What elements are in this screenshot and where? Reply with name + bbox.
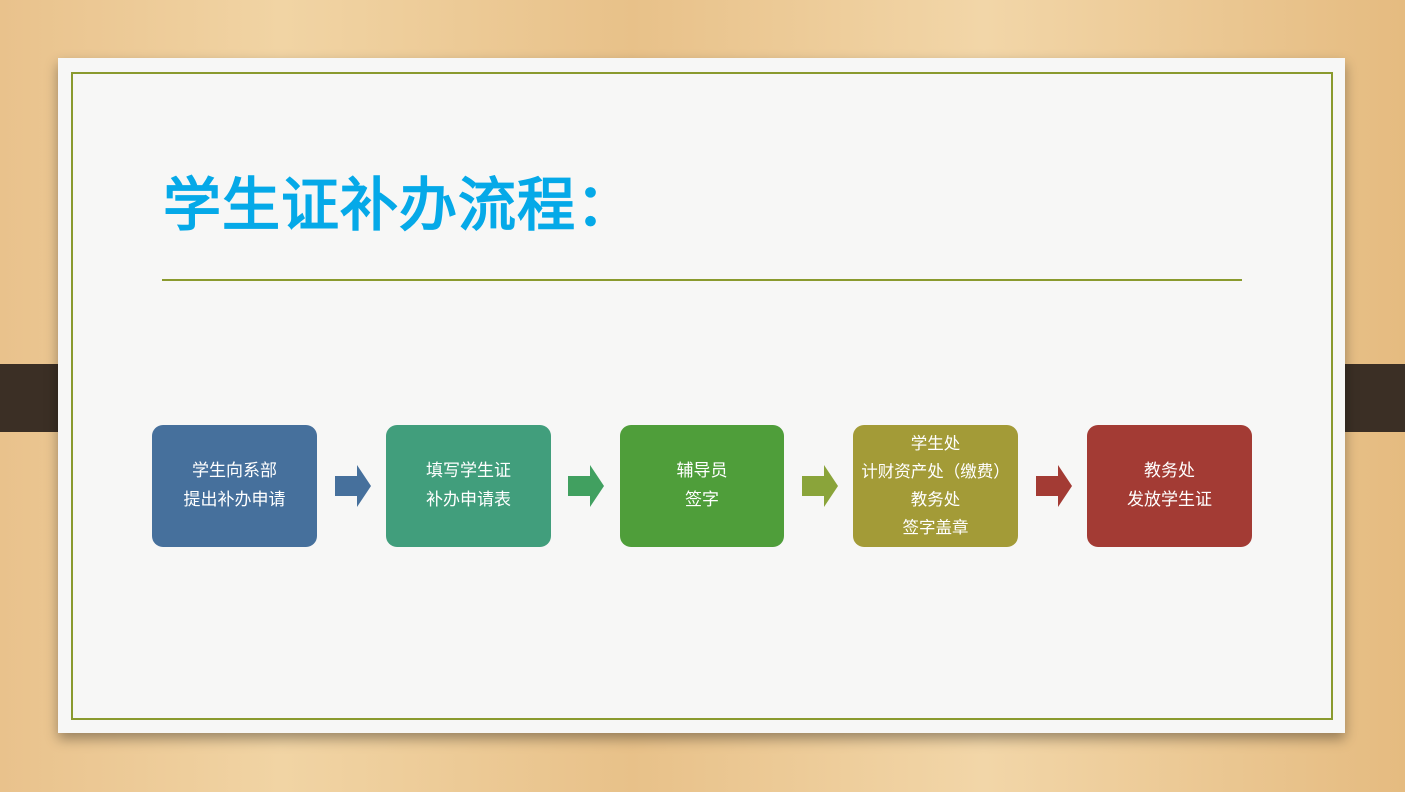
step-text: 学生处 [910, 434, 961, 453]
arrow-right-icon [335, 465, 371, 507]
step-text: 教务处 [910, 490, 961, 509]
step-1-box: 学生向系部 提出补办申请 [152, 425, 317, 547]
step-text: 签字盖章 [902, 518, 969, 537]
step-text: 补办申请表 [426, 490, 511, 510]
step-5-box: 教务处 发放学生证 [1087, 425, 1252, 547]
arrow-right-icon [802, 465, 838, 507]
step-3-box: 辅导员 签字 [620, 425, 784, 547]
step-text: 提出补办申请 [183, 490, 286, 510]
step-text: 发放学生证 [1127, 490, 1212, 510]
step-text: 计财资产处（缴费） [861, 462, 1010, 481]
title-divider [162, 279, 1242, 281]
step-text: 辅导员 [676, 461, 728, 481]
step-text: 签字 [685, 490, 719, 510]
arrow-right-icon [568, 465, 604, 507]
step-text: 填写学生证 [426, 461, 511, 481]
slide-frame [71, 72, 1333, 720]
arrow-right-icon [1036, 465, 1072, 507]
slide-title: 学生证补办流程： [163, 171, 636, 239]
step-2-box: 填写学生证 补办申请表 [386, 425, 551, 547]
step-4-box: 学生处 计财资产处（缴费） 教务处 签字盖章 [853, 425, 1018, 547]
slide-card [58, 58, 1345, 733]
step-text: 教务处 [1144, 461, 1195, 481]
step-text: 学生向系部 [192, 461, 277, 481]
